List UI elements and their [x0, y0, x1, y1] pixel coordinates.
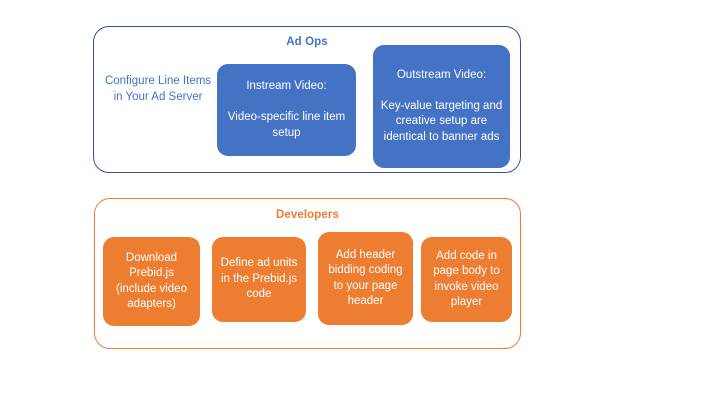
- box-add-code-page-body-label: Add code in page body to invoke video pl…: [433, 249, 500, 309]
- group-title-developers: Developers: [275, 209, 339, 221]
- box-outstream-video-label: Outstream Video: Key-value targeting and…: [380, 68, 503, 143]
- box-add-header-bidding: Add header bidding coding to your page h…: [318, 232, 413, 325]
- box-add-header-bidding-label: Add header bidding coding to your page h…: [328, 248, 403, 308]
- box-instream-video: Instream Video: Video-specific line item…: [217, 64, 356, 156]
- box-define-ad-units: Define ad units in the Prebid.js code: [212, 237, 306, 322]
- box-instream-video-label: Instream Video: Video-specific line item…: [227, 80, 346, 139]
- box-outstream-video: Outstream Video: Key-value targeting and…: [373, 45, 510, 168]
- box-add-code-page-body: Add code in page body to invoke video pl…: [421, 237, 512, 322]
- box-download-prebid: Download Prebid.js (include video adapte…: [103, 237, 200, 326]
- node-configure-line-items: Configure Line Items in Your Ad Server: [104, 75, 212, 103]
- group-title-ad-ops: Ad Ops: [286, 36, 328, 48]
- box-define-ad-units-label: Define ad units in the Prebid.js code: [220, 257, 298, 301]
- box-download-prebid-label: Download Prebid.js (include video adapte…: [116, 251, 187, 311]
